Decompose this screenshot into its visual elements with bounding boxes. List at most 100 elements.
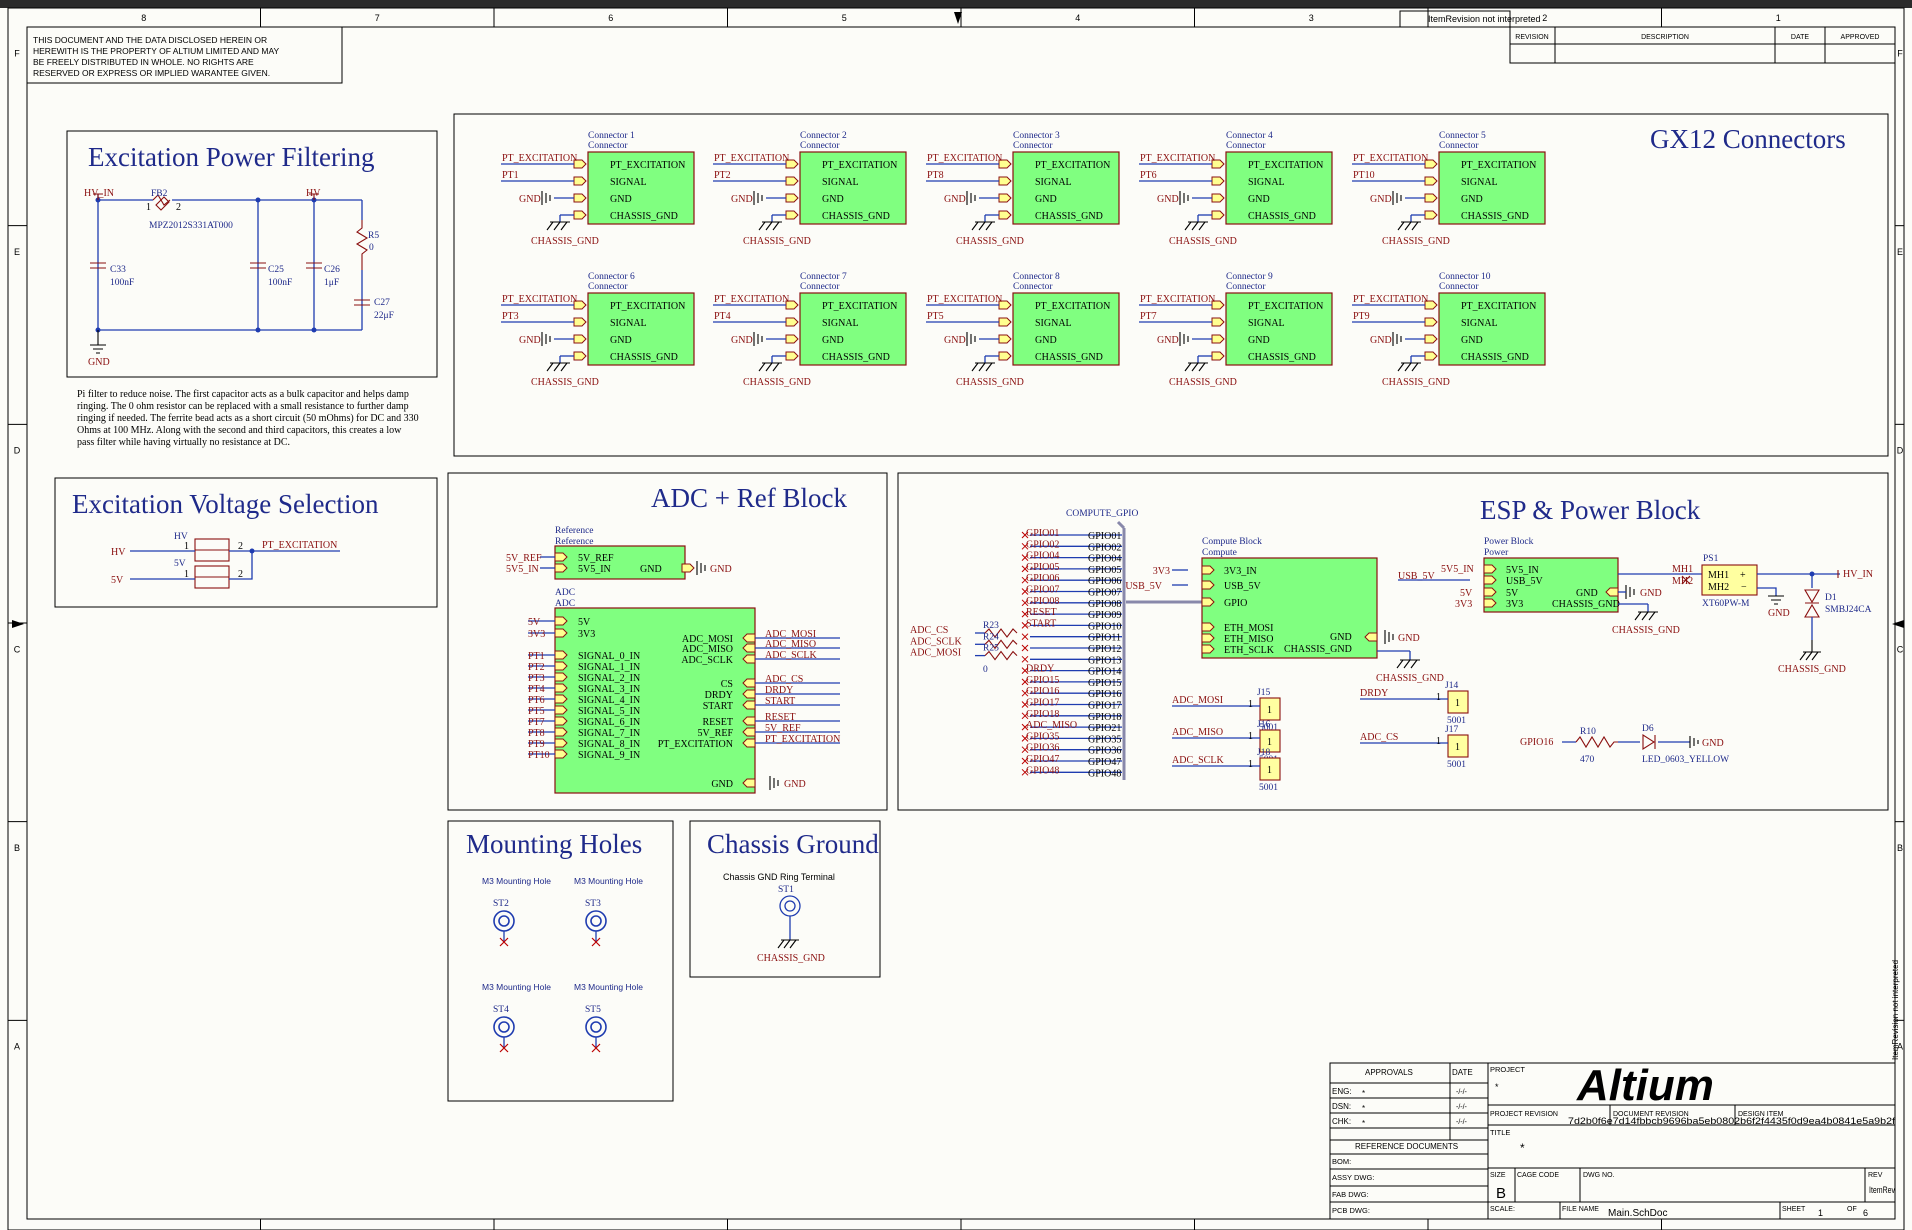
- pi-filter-title: Excitation Power Filtering: [88, 142, 374, 172]
- connector-pin: CHASSIS_GND: [1248, 211, 1316, 222]
- net-label: PT5: [528, 706, 545, 717]
- tb-cage: CAGE CODE: [1517, 1172, 1559, 1179]
- net-label: PT10: [1353, 170, 1375, 181]
- tb-doc: ASSY DWG:: [1332, 1173, 1374, 1182]
- zone-number: 7: [375, 13, 380, 23]
- net-label: PT7: [528, 717, 545, 728]
- bus-entry: GPIO36: [1088, 746, 1121, 757]
- svg-text:2: 2: [238, 541, 243, 552]
- c26-value: 1μF: [324, 278, 339, 288]
- tb-revision-hash: 7d2b0f6e7d14fbbcb9696ba5eb0802b6f2f4435f…: [1568, 1116, 1896, 1126]
- sheet-paper: [0, 8, 1912, 1230]
- adc-pin: SIGNAL_9_IN: [578, 750, 640, 761]
- net-label: ADC_SCLK: [910, 636, 962, 647]
- connector-pin: CHASSIS_GND: [822, 211, 890, 222]
- zone-letter: B: [1897, 843, 1903, 853]
- connector-pin: SIGNAL: [1035, 318, 1072, 329]
- bus-entry: GPIO17: [1088, 701, 1121, 712]
- adc-pin: SIGNAL_7_IN: [578, 728, 640, 739]
- connector-sub: Connector: [1013, 282, 1053, 292]
- net-label: GND: [1157, 194, 1179, 205]
- connector-pin: SIGNAL: [1035, 177, 1072, 188]
- net-label: RESET: [765, 712, 796, 723]
- tb-side-note: ItemRevision not interpreted: [1891, 960, 1900, 1060]
- connector-pin: GND: [1461, 194, 1483, 205]
- tp-ref: J16: [1257, 720, 1270, 730]
- connector-name: Connector 8: [1013, 272, 1060, 282]
- c26-ref: C26: [324, 265, 340, 275]
- compute-sub: Compute: [1202, 548, 1237, 558]
- net-label: ADC_MISO: [1172, 727, 1223, 738]
- adc-pin: 5V_REF: [697, 728, 733, 739]
- connector-pin: CHASSIS_GND: [610, 211, 678, 222]
- net-label: GND: [519, 194, 541, 205]
- adc-pin: SIGNAL_4_IN: [578, 695, 640, 706]
- compute-pin: ETH_MOSI: [1224, 623, 1273, 634]
- adc-pin: START: [703, 701, 733, 712]
- ps1-ref: PS1: [1703, 554, 1719, 564]
- tp-pin-number: 1: [1436, 692, 1441, 703]
- connector-sub: Connector: [1226, 282, 1266, 292]
- net-label: DRDY: [1360, 688, 1388, 699]
- altium-logo: Altium: [1576, 1061, 1714, 1110]
- net-label: CHASSIS_GND: [1612, 625, 1680, 636]
- connector-pin: CHASSIS_GND: [1035, 211, 1103, 222]
- adc-pin: SIGNAL_1_IN: [578, 662, 640, 673]
- tb-row-date: -/-/-: [1456, 1119, 1468, 1126]
- tb-size: SIZE: [1490, 1172, 1506, 1179]
- adc-pin: ADC_SCLK: [681, 655, 733, 666]
- bus-entry: GPIO14: [1088, 667, 1121, 678]
- connector-pin: PT_EXCITATION: [610, 301, 685, 312]
- net-label: GPIO18: [1026, 709, 1059, 720]
- net-label: CHASSIS_GND: [1169, 236, 1237, 247]
- net-label: GPIO01: [1026, 528, 1059, 539]
- net-label: CHASSIS_GND: [1382, 377, 1450, 388]
- bus-entry: GPIO47: [1088, 757, 1121, 768]
- tp-ref: J14: [1445, 681, 1458, 691]
- mounting-title: Mounting Holes: [466, 829, 642, 859]
- net-label: GPIO48: [1026, 765, 1059, 776]
- net-label: PT_EXCITATION: [1140, 294, 1215, 305]
- net-label: PT_EXCITATION: [714, 153, 789, 164]
- ref-pin: 5V_REF: [578, 553, 614, 564]
- tb-rev: REV: [1868, 1172, 1883, 1179]
- bus-entry: GPIO16: [1088, 689, 1121, 700]
- adc-pin: ADC_MISO: [682, 644, 733, 655]
- note-line: ringing if needed. The ferrite bead acts…: [77, 413, 419, 424]
- net-label: 3V3: [528, 629, 545, 640]
- net-label: PT7: [1140, 311, 1157, 322]
- net-label: CHASSIS_GND: [531, 377, 599, 388]
- hole-label: M3 Mounting Hole: [482, 982, 551, 992]
- rev-header: APPROVED: [1841, 34, 1880, 41]
- st1-ref: ST1: [778, 885, 794, 895]
- net-label: CHASSIS_GND: [743, 377, 811, 388]
- zone-number: 8: [141, 13, 146, 23]
- connector-pin: PT_EXCITATION: [1035, 301, 1110, 312]
- net-label: 3V3: [1455, 599, 1472, 610]
- connector-pin: GND: [1035, 194, 1057, 205]
- connector-pin: PT_EXCITATION: [1248, 301, 1323, 312]
- connector-pin: SIGNAL: [610, 177, 647, 188]
- compute-pin: GPIO: [1224, 598, 1247, 609]
- net-label: PT8: [927, 170, 944, 181]
- r5-value: 0: [369, 243, 374, 253]
- net-label: GPIO36: [1026, 743, 1059, 754]
- ps1-part: XT60PW-M: [1702, 599, 1750, 609]
- r10-ref: R10: [1580, 727, 1596, 737]
- bus-entry: GPIO02: [1088, 542, 1121, 553]
- bus-entry: GPIO01: [1088, 531, 1121, 542]
- net-label: PT2: [714, 170, 731, 181]
- tp-pin-number: 1: [1248, 699, 1253, 710]
- net-label: 5V5_IN: [506, 564, 539, 575]
- tb-row-label: CHK:: [1332, 1117, 1351, 1126]
- power-pin: 5V: [1506, 588, 1519, 599]
- compute-pin: ETH_SCLK: [1224, 645, 1275, 656]
- net-label: PT3: [502, 311, 519, 322]
- ring-terminal-label: Chassis GND Ring Terminal: [723, 872, 835, 882]
- disclaimer-line: THIS DOCUMENT AND THE DATA DISCLOSED HER…: [33, 35, 267, 45]
- tb-row-value: *: [1362, 1104, 1365, 1113]
- tb-project-value: *: [1495, 1082, 1499, 1092]
- net-label: ADC_MISO: [1026, 720, 1077, 731]
- adc-pin: SIGNAL_0_IN: [578, 651, 640, 662]
- hole-label: M3 Mounting Hole: [574, 876, 643, 886]
